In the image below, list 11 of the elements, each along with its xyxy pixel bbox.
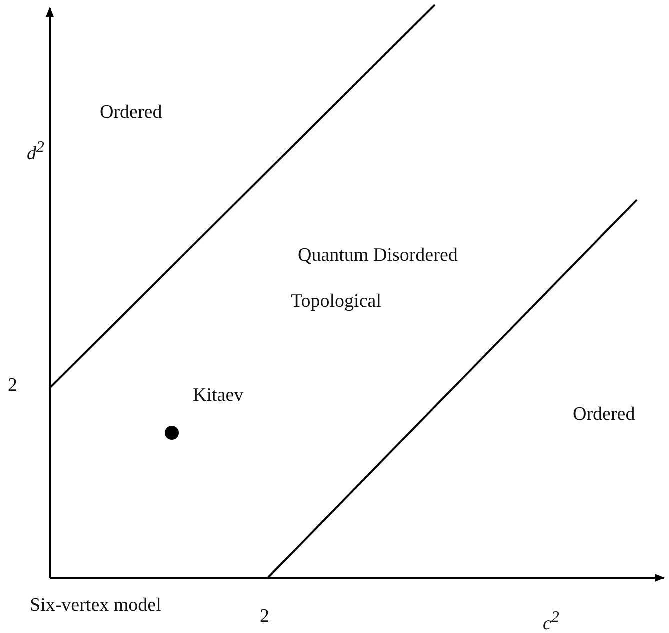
axis-label: d$^{2}$ — [27, 140, 44, 164]
tick-label: 2 — [8, 376, 18, 395]
phase-label: Topological — [291, 292, 382, 311]
point-label: Six-vertex model — [30, 596, 162, 615]
axis-label: c$^{2}$ — [543, 610, 560, 633]
phase-label: Ordered — [573, 405, 636, 424]
phase-label: Quantum Disordered — [298, 246, 458, 265]
phase-label: Ordered — [100, 103, 162, 122]
point-label: Kitaev — [193, 386, 244, 405]
tick-label: 2 — [260, 607, 270, 626]
data-point — [165, 426, 179, 440]
